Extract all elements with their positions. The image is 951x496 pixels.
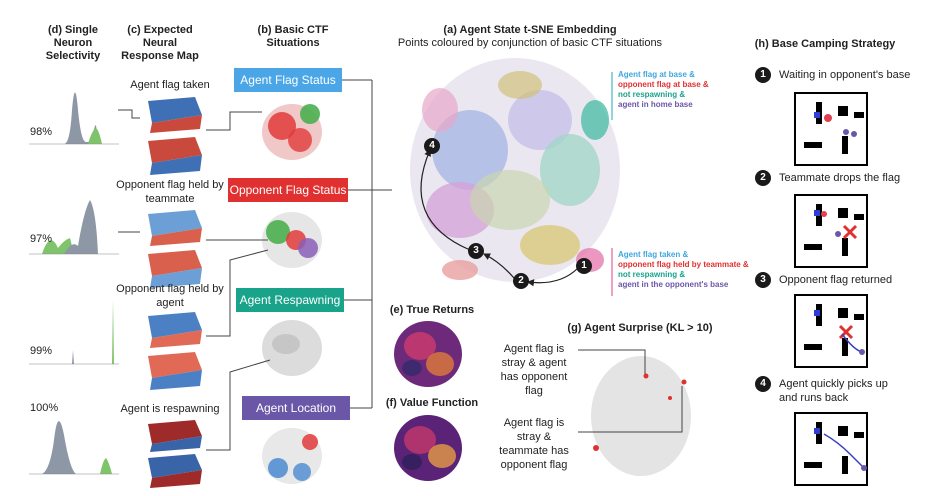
panel-h-title: (h) Base Camping Strategy bbox=[754, 38, 896, 50]
marker-1: 1 bbox=[576, 258, 592, 274]
situation-tsne-2 bbox=[262, 212, 322, 268]
situation-agent-flag-status: Agent Flag Status bbox=[234, 68, 342, 92]
neuron-dist-plot-3 bbox=[29, 300, 119, 365]
situation-tsne-1 bbox=[262, 104, 322, 160]
marker-2: 2 bbox=[513, 273, 529, 289]
legend-top-2: opponent flag at base & bbox=[618, 80, 709, 89]
legend-top-3: not respawning & bbox=[618, 90, 686, 99]
step-4-map bbox=[794, 412, 868, 486]
step-3-text: Opponent flag returned bbox=[779, 274, 893, 286]
panel-a-title: (a) Agent State t-SNE Embedding bbox=[443, 24, 617, 36]
legend-top-4: agent in home base bbox=[618, 100, 693, 109]
pct-1: 98% bbox=[30, 126, 53, 138]
response-map-4 bbox=[148, 420, 202, 488]
panel-a-subtitle: Points coloured by conjunction of basic … bbox=[397, 37, 663, 49]
marker-4: 4 bbox=[424, 138, 440, 154]
true-returns-plot bbox=[394, 321, 462, 387]
legend-bottom: Agent flag taken & opponent flag held by… bbox=[618, 250, 749, 290]
situation-opponent-flag-status: Opponent Flag Status bbox=[228, 178, 348, 202]
response-label-4: Agent is respawning bbox=[120, 403, 220, 415]
col-b-title: (b) Basic CTF Situations bbox=[257, 24, 329, 49]
legend-bottom-1: Agent flag taken & bbox=[618, 250, 689, 259]
situation-tsne-3 bbox=[262, 320, 322, 376]
step-2-text: Teammate drops the flag bbox=[779, 172, 901, 184]
step-1-map bbox=[794, 92, 868, 166]
pct-2: 97% bbox=[30, 233, 53, 245]
surprise-plot bbox=[591, 356, 691, 476]
legend-top: Agent flag at base & opponent flag at ba… bbox=[618, 70, 709, 110]
col-d-title: (d) Single Neuron Selectivity bbox=[45, 24, 101, 62]
step-2-num: 2 bbox=[755, 170, 771, 186]
situation-agent-respawning: Agent Respawning bbox=[236, 288, 344, 312]
neuron-dist-plot-4 bbox=[29, 421, 119, 475]
step-1-text: Waiting in opponent's base bbox=[779, 69, 911, 81]
panel-e-title: (e) True Returns bbox=[389, 304, 475, 316]
response-map-2 bbox=[148, 210, 202, 288]
panel-f-title: (f) Value Function bbox=[385, 397, 479, 409]
col-c-title: (c) Expected Neural Response Map bbox=[121, 24, 199, 62]
legend-bottom-2: opponent flag held by teammate & bbox=[618, 260, 749, 269]
step-4-text: Agent quickly picks up and runs back bbox=[779, 378, 888, 404]
step-3-map bbox=[794, 294, 868, 368]
marker-3: 3 bbox=[468, 243, 484, 259]
step-2-map bbox=[794, 194, 868, 268]
situation-agent-location: Agent Location bbox=[242, 396, 350, 420]
surprise-note-2: Agent flag is stray & teammate has oppon… bbox=[499, 417, 569, 471]
legend-bottom-3: not respawning & bbox=[618, 270, 686, 279]
value-function-plot bbox=[394, 415, 462, 481]
response-map-3 bbox=[148, 312, 202, 390]
panel-g-title: (g) Agent Surprise (KL > 10) bbox=[567, 322, 713, 334]
step-3-num: 3 bbox=[755, 272, 771, 288]
situation-tsne-4 bbox=[262, 428, 322, 484]
neuron-dist-plot-2 bbox=[29, 200, 119, 255]
step-4-num: 4 bbox=[755, 376, 771, 392]
response-label-1: Agent flag taken bbox=[130, 79, 210, 91]
response-label-3: Opponent flag held by agent bbox=[116, 283, 224, 309]
legend-top-1: Agent flag at base & bbox=[618, 70, 695, 79]
step-1-num: 1 bbox=[755, 67, 771, 83]
pct-3: 99% bbox=[30, 345, 53, 357]
neuron-dist-plot-1 bbox=[29, 92, 119, 145]
pct-4: 100% bbox=[30, 402, 59, 414]
response-label-2: Opponent flag held by teammate bbox=[116, 179, 224, 205]
legend-bottom-4: agent in the opponent's base bbox=[618, 280, 729, 289]
surprise-note-1: Agent flag is stray & agent has opponent… bbox=[500, 343, 568, 397]
response-map-1 bbox=[148, 97, 202, 175]
